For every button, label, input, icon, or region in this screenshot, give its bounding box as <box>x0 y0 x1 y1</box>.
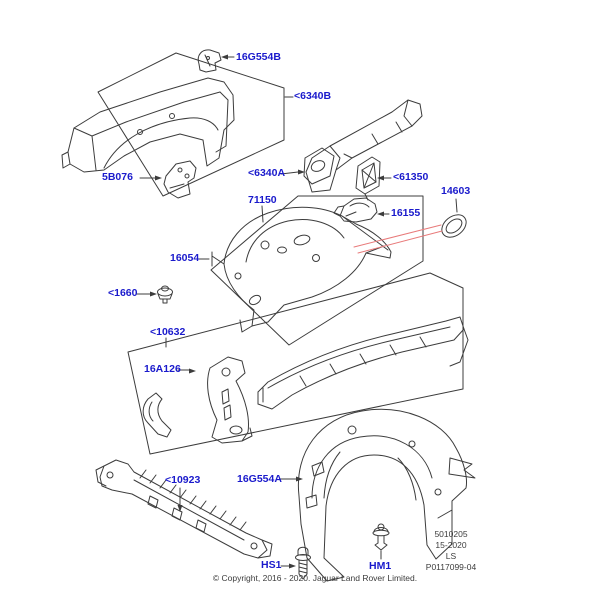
red-leader-lines <box>354 225 442 253</box>
drawing-revision: 15-2020 <box>435 540 467 550</box>
part-label-hm1[interactable]: HM1 <box>369 560 392 572</box>
part-drawing-hs1 <box>296 547 311 579</box>
drawing-info-block: 5010205 15-2020 LS P0117099-04 <box>408 529 494 573</box>
part-label-16155[interactable]: 16155 <box>391 207 421 219</box>
group-box-10632 <box>128 273 468 454</box>
part-label-16g554a[interactable]: 16G554A <box>237 473 282 485</box>
part-drawing-6340a <box>304 100 422 192</box>
part-label-61350[interactable]: <61350 <box>393 171 429 183</box>
copyright-notice: © Copyright, 2016 - 2020. Jaguar Land Ro… <box>212 573 418 583</box>
part-drawing-10923 <box>96 460 272 558</box>
part-label-6340a[interactable]: <6340A <box>248 167 286 179</box>
part-label-16a126[interactable]: 16A126 <box>144 363 181 375</box>
drawing-plate-id: P0117099-04 <box>425 562 477 572</box>
part-label-14603[interactable]: 14603 <box>441 185 471 197</box>
leader-lines <box>137 57 457 566</box>
part-label-16g554b[interactable]: 16G554B <box>236 51 281 63</box>
part-drawing-14603 <box>438 210 471 242</box>
part-label-hs1[interactable]: HS1 <box>261 559 282 571</box>
part-label-10632[interactable]: <10632 <box>150 326 186 338</box>
group-box-71150 <box>211 196 423 345</box>
part-drawing-hm1 <box>373 524 389 550</box>
group-box-6340b <box>62 50 284 198</box>
drawing-market: LS <box>445 551 457 561</box>
leader-arrowheads <box>150 54 384 569</box>
part-label-5b076[interactable]: 5B076 <box>102 171 133 183</box>
part-label-16054[interactable]: 16054 <box>170 252 200 264</box>
part-label-71150[interactable]: 71150 <box>248 194 277 206</box>
part-label-1660[interactable]: <1660 <box>108 287 138 299</box>
part-drawing-16155 <box>334 198 377 222</box>
part-label-6340b[interactable]: <6340B <box>294 90 332 102</box>
drawing-number: 5010205 <box>434 529 468 539</box>
part-drawing-1660 <box>158 286 173 303</box>
part-label-10923[interactable]: <10923 <box>165 474 201 486</box>
part-drawing-16g554a <box>298 409 475 581</box>
part-drawing-61350 <box>356 157 380 200</box>
